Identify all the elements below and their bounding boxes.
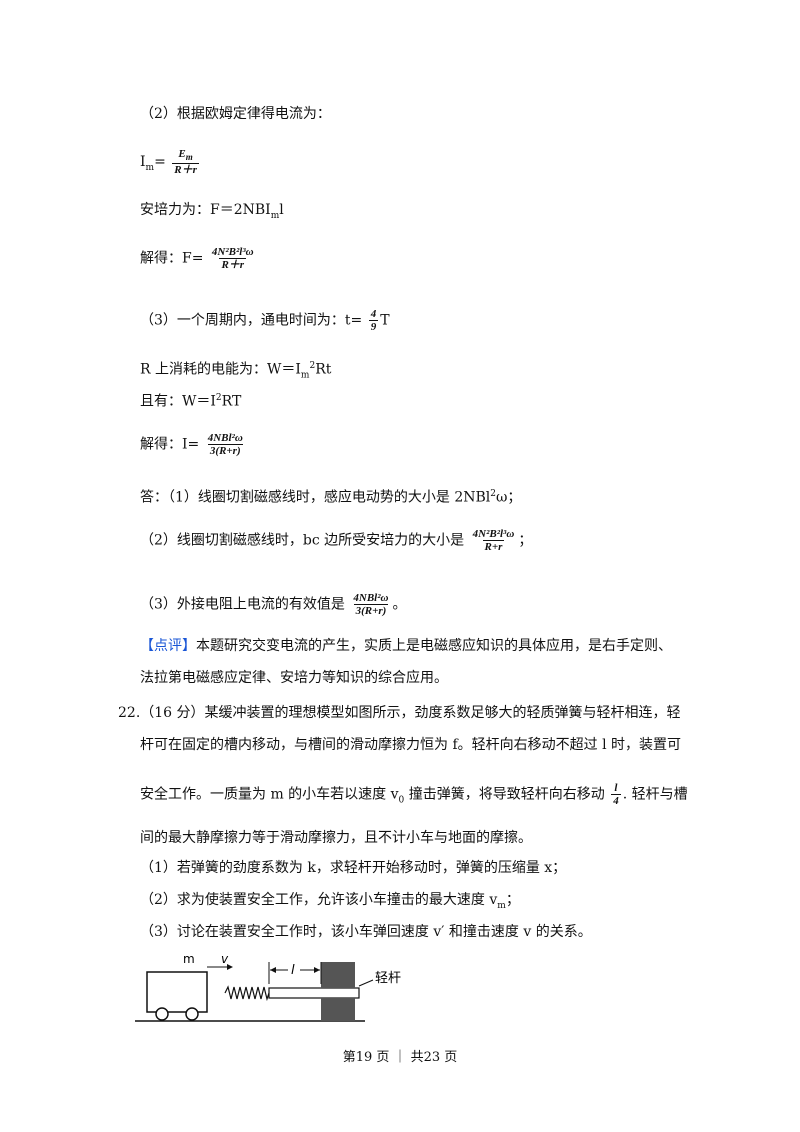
solve-current-label: 解得：I= [140, 436, 200, 453]
answer-2: （2）线圈切割磁感线时，bc 边所受安培力的大小是 4N²B²l³ω R+r ； [140, 528, 532, 553]
ampere-tail: l [279, 202, 284, 218]
energy-line: R 上消耗的电能为：W＝Im2Rt [140, 356, 331, 385]
solve-label: 解得：F= [140, 250, 204, 267]
frac-num: 4N²B²l³ω [472, 528, 515, 540]
q22-part-2-text: （2）求为使装置安全工作，允许该小车撞击的最大速度 v [140, 892, 498, 908]
step3-line: （3）一个周期内，通电时间为：t= 4 9 T [140, 308, 390, 333]
answer-2-tail: ； [518, 532, 533, 549]
q22-line-4: 间的最大静摩擦力等于滑动摩擦力，且不计小车与地面的摩擦。 [140, 830, 532, 846]
energy-text: R 上消耗的电能为：W＝I [140, 361, 301, 378]
comment-tag: 【点评】 [140, 638, 196, 654]
frac-den: R＋r [219, 258, 247, 271]
cart-wheel-left [155, 1007, 169, 1021]
velocity-label: v [221, 952, 229, 966]
comment-text-1: 本题研究交变电流的产生，实质上是电磁感应知识的具体应用，是右手定则、 [196, 638, 672, 654]
answer-1-text: 答：（1）线圈切割磁感线时，感应电动势的大小是 2NBl [140, 489, 491, 506]
frac-den: 4 [611, 794, 621, 807]
frac-num: 4NBl²ω [207, 432, 243, 444]
frac-den: 3(R+r) [353, 604, 389, 617]
frac-den: R+r [482, 540, 505, 553]
q22-line-2: 杆可在固定的槽内移动，与槽间的滑动摩擦力恒为 f。轻杆向右移动不超过 l 时，装… [140, 737, 682, 753]
answer-2-text: （2）线圈切割磁感线时，bc 边所受安培力的大小是 [140, 532, 465, 549]
l-dim-arrow-left-icon [270, 967, 276, 973]
frac-num: 4NBl²ω [353, 592, 389, 604]
also-text: 且有：W＝I [140, 393, 216, 410]
q22-line-1: 22.（16 分）某缓冲装置的理想模型如图所示，劲度系数足够大的轻质弹簧与轻杆相… [118, 705, 681, 721]
equals: = [154, 154, 166, 171]
q22-part-2: （2）求为使装置安全工作，允许该小车撞击的最大速度 vm； [140, 890, 520, 916]
q22-vm-sub: m [497, 900, 506, 911]
fraction-em-over-rr: Em R＋r [172, 148, 199, 176]
energy-sup: 2 [309, 361, 316, 371]
frac-num: E [178, 148, 186, 160]
also-sup: 2 [215, 393, 222, 403]
fraction-four-ninths: 4 9 [368, 308, 379, 333]
fraction-answer-3: 4NBl²ω 3(R+r) [351, 592, 390, 617]
answer-1: 答：（1）线圈切割磁感线时，感应电动势的大小是 2NBl2ω； [140, 484, 521, 508]
step2-intro: （2）根据欧姆定律得电流为： [140, 106, 331, 122]
q22-text-3c: . 轻杆与槽 [622, 786, 688, 803]
velocity-arrowhead-icon [227, 964, 233, 970]
answer-3-tail: 。 [392, 596, 407, 613]
l-label: l [291, 963, 295, 978]
frac-num: l [614, 782, 618, 794]
frac-num: 4 [370, 308, 377, 320]
frac-den: 3(R+r) [207, 444, 243, 457]
answer-1-tail: ω； [496, 489, 522, 506]
l-label-bg [288, 961, 300, 977]
fraction-l-over-4: l 4 [611, 782, 621, 807]
slot-bottom [321, 998, 355, 1021]
fraction-current: 4NBl²ω 3(R+r) [206, 432, 245, 457]
frac-num-sub: m [185, 152, 193, 163]
page-footer: 第19 页 ｜ 共23 页 [342, 1050, 458, 1065]
ampere-text: 安培力为：F＝2NBI [140, 202, 271, 218]
frac-den: R＋r [172, 163, 199, 177]
l-dim-arrow-right-icon [314, 967, 320, 973]
frac-den: 9 [368, 320, 379, 333]
also-line: 且有：W＝I2RT [140, 388, 241, 412]
cart-body [146, 971, 208, 1013]
step3-text: （3）一个周期内，通电时间为：t= [140, 312, 363, 329]
solve-current-line: 解得：I= 4NBl²ω 3(R+r) [140, 432, 247, 457]
q22-part-2-tail: ； [505, 892, 520, 908]
answer-3-text: （3）外接电阻上电流的有效值是 [140, 596, 345, 613]
energy-tail: Rt [315, 361, 332, 378]
current-formula: Im= Em R＋r [140, 148, 201, 178]
rod-label-leader [358, 979, 374, 987]
ampere-force-line: 安培力为：F＝2NBIml [140, 200, 284, 226]
solve-force-line: 解得：F= 4N²B²l³ω R＋r [140, 246, 258, 271]
mass-label: m [183, 952, 195, 966]
fraction-force: 4N²B²l³ω R＋r [210, 246, 256, 271]
comment-line-2: 法拉第电磁感应定律、安培力等知识的综合应用。 [140, 670, 448, 686]
cart-wheel-right [185, 1007, 199, 1021]
im-sub: m [145, 162, 155, 173]
fraction-answer-2: 4N²B²l³ω R+r [471, 528, 517, 553]
answer-3: （3）外接电阻上电流的有效值是 4NBl²ω 3(R+r) 。 [140, 592, 406, 617]
rod-label: 轻杆 [375, 971, 401, 986]
answer-1-sup: 2 [490, 489, 497, 499]
also-tail: RT [221, 393, 242, 410]
rod [268, 987, 360, 999]
spring [224, 985, 270, 1002]
comment-line-1: 【点评】本题研究交变电流的产生，实质上是电磁感应知识的具体应用，是右手定则、 [140, 636, 672, 656]
q22-v0-sub: 0 [398, 795, 405, 806]
q22-part-1: （1）若弹簧的劲度系数为 k，求轻杆开始移动时，弹簧的压缩量 x； [140, 860, 567, 876]
q22-part-3: （3）讨论在装置安全工作时，该小车弹回速度 v′ 和撞击速度 v 的关系。 [140, 924, 592, 940]
step3-tail: T [380, 312, 390, 329]
buffer-device-figure: m v l 轻杆 [135, 952, 401, 1022]
q22-line-3: 安全工作。一质量为 m 的小车若以速度 v0 撞击弹簧，将导致轻杆向右移动 l … [140, 782, 688, 810]
frac-num: 4N²B²l³ω [211, 246, 254, 258]
ampere-sub: m [270, 210, 280, 221]
q22-text-3b: 撞击弹簧，将导致轻杆向右移动 [404, 786, 605, 803]
slot-top [321, 962, 355, 988]
im-symbol: I [140, 154, 146, 171]
energy-sub: m [300, 370, 310, 381]
q22-text-3a: 安全工作。一质量为 m 的小车若以速度 v [140, 786, 399, 803]
